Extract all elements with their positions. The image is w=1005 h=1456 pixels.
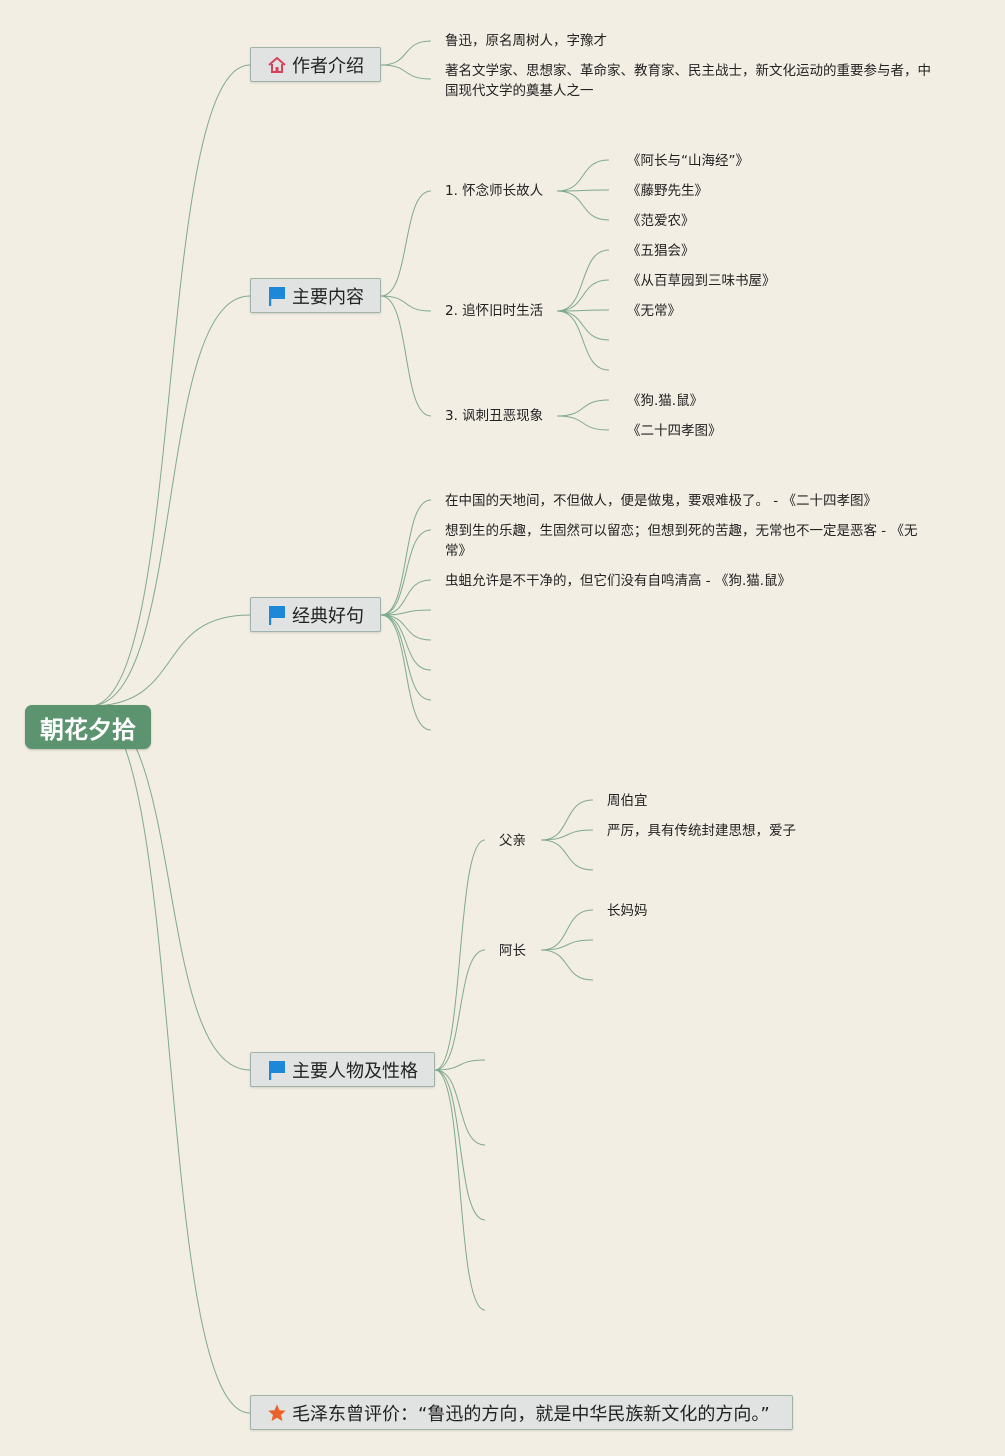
quotes-line	[380, 614, 432, 701]
character-trait: 长妈妈	[607, 903, 648, 919]
author-item-titles: 著名文学家、思想家、革命家、教育家、民主战士，新文化运动的重要参与者，中国现代文…	[445, 63, 931, 99]
content-leaf-line	[556, 279, 610, 312]
branch-content[interactable]: 主要内容	[250, 278, 381, 313]
root-topic[interactable]: 朝花夕拾	[25, 705, 151, 749]
flag-icon	[267, 604, 287, 626]
characters-line	[434, 949, 486, 1071]
content-group-childhood: 2. 追怀旧时生活	[445, 303, 544, 319]
branch-evaluation[interactable]: 毛泽东曾评价：“鲁迅的方向，就是中华民族新文化的方向。”	[250, 1395, 793, 1430]
characters-line	[434, 839, 486, 1071]
quotes-line	[380, 609, 432, 616]
essay-title: 《阿长与“山海经”》	[627, 153, 749, 169]
root-branch-line	[89, 64, 251, 707]
quotes-line	[380, 614, 432, 731]
branch-quotes-label: 经典好句	[292, 605, 364, 627]
content-leaf-line	[556, 310, 610, 341]
branch-characters[interactable]: 主要人物及性格	[250, 1052, 435, 1087]
characters-line	[434, 1069, 486, 1221]
branch-characters-label: 主要人物及性格	[292, 1060, 418, 1082]
essay-title: 《狗.猫.鼠》	[627, 393, 704, 409]
quote-item: 在中国的天地间，不但做人，便是做鬼，要艰难极了。 - 《二十四孝图》	[445, 493, 877, 509]
flag-icon	[267, 285, 287, 307]
content-leaf-line	[556, 159, 610, 192]
branch-author[interactable]: 作者介绍	[250, 47, 381, 82]
quotes-line	[380, 614, 432, 671]
quote-item: 虫蛆允许是不干净的，但它们没有自鸣清高 - 《狗.猫.鼠》	[445, 573, 792, 589]
flag-icon	[267, 1059, 287, 1081]
essay-title: 《藤野先生》	[627, 183, 708, 199]
character-father: 父亲	[499, 833, 526, 849]
author-line	[380, 64, 432, 80]
branch-quotes[interactable]: 经典好句	[250, 597, 381, 632]
characters-leaf-line	[540, 839, 594, 871]
content-leaf-line	[556, 190, 610, 221]
characters-leaf-line	[540, 829, 594, 841]
quotes-line	[380, 579, 432, 616]
branch-evaluation-label: 毛泽东曾评价：“鲁迅的方向，就是中华民族新文化的方向。”	[292, 1403, 770, 1425]
root-branch-line	[89, 295, 251, 707]
content-line	[380, 295, 432, 312]
characters-line	[434, 1069, 486, 1146]
quotes-line	[380, 614, 432, 641]
essay-title: 《无常》	[627, 303, 681, 319]
root-branch-line	[89, 705, 251, 1414]
content-leaf-line	[556, 415, 610, 431]
content-line	[380, 190, 432, 297]
star-icon	[267, 1402, 287, 1424]
content-leaf-line	[556, 399, 610, 417]
content-group-teachers: 1. 怀念师长故人	[445, 183, 544, 199]
root-label: 朝花夕拾	[40, 715, 136, 744]
branch-content-label: 主要内容	[292, 286, 364, 308]
quotes-line	[380, 529, 432, 616]
content-leaf-line	[556, 249, 610, 312]
characters-leaf-line	[540, 949, 594, 981]
characters-line	[434, 1069, 486, 1311]
essay-title: 《五猖会》	[627, 243, 695, 259]
content-group-satire: 3. 讽刺丑恶现象	[445, 408, 544, 424]
character-trait: 周伯宜	[607, 793, 648, 809]
essay-title: 《二十四孝图》	[627, 423, 722, 439]
root-branch-line	[89, 614, 251, 707]
character-ah-chang: 阿长	[499, 943, 526, 959]
author-item-name: 鲁迅，原名周树人，字豫才	[445, 33, 607, 49]
characters-leaf-line	[540, 909, 594, 951]
author-line	[380, 40, 432, 66]
quotes-line	[380, 499, 432, 616]
characters-leaf-line	[540, 939, 594, 951]
essay-title: 《范爱农》	[627, 213, 695, 229]
characters-line	[434, 1059, 486, 1071]
content-line	[380, 295, 432, 417]
character-trait: 严厉，具有传统封建思想，爱子	[607, 823, 796, 839]
essay-title: 《从百草园到三味书屋》	[627, 273, 776, 289]
content-leaf-line	[556, 310, 610, 371]
characters-leaf-line	[540, 799, 594, 841]
content-leaf-line	[556, 189, 610, 192]
home-icon	[267, 54, 287, 76]
branch-author-label: 作者介绍	[292, 55, 364, 77]
content-leaf-line	[556, 309, 610, 312]
quote-item: 想到生的乐趣，生固然可以留恋；但想到死的苦趣，无常也不一定是恶客 - 《无常》	[445, 523, 918, 559]
root-branch-line	[89, 705, 251, 1071]
